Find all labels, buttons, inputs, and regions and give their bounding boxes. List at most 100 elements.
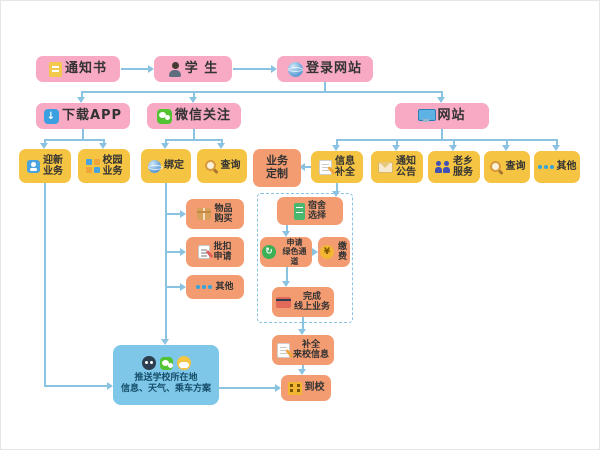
wechat-icon bbox=[159, 356, 173, 370]
form-pencil-icon bbox=[276, 342, 290, 358]
magnifier-icon bbox=[489, 160, 503, 174]
connector bbox=[506, 139, 508, 146]
label: 登录网站 bbox=[305, 60, 362, 76]
monitor-icon bbox=[418, 109, 437, 123]
node-payment: 缴费 bbox=[318, 237, 350, 267]
node-web-other: 其他 bbox=[534, 151, 580, 183]
node-notices: 通知 公告 bbox=[371, 151, 423, 183]
node-wechat-follow: 微信关注 bbox=[147, 103, 241, 129]
label: 绑定 bbox=[164, 160, 184, 172]
connector bbox=[44, 139, 105, 141]
label: 物品 购买 bbox=[214, 203, 233, 224]
arrowhead-down bbox=[449, 145, 457, 151]
push-info-panel: 推送学校所在地 信息、天气、乘车方案 bbox=[113, 345, 219, 405]
arrowhead-down bbox=[332, 145, 340, 151]
arrowhead-down bbox=[502, 145, 510, 151]
node-login-website: 登录网站 bbox=[277, 56, 373, 82]
label: 批扣 申请 bbox=[213, 241, 232, 262]
node-green-channel: 申请 绿色通道 bbox=[260, 237, 312, 267]
label: 完成 线上业务 bbox=[293, 291, 330, 312]
node-student: 学 生 bbox=[154, 56, 232, 82]
connector bbox=[82, 129, 84, 140]
connector bbox=[193, 91, 195, 98]
arrowhead-down bbox=[189, 97, 197, 103]
school-building-icon bbox=[287, 381, 302, 395]
arrowhead-down bbox=[392, 145, 400, 151]
arrowhead-down bbox=[437, 97, 445, 103]
connector bbox=[193, 129, 195, 140]
online-services-group bbox=[257, 193, 353, 323]
label: 缴费 bbox=[337, 241, 347, 262]
connector bbox=[165, 139, 167, 144]
label: 网站 bbox=[437, 107, 466, 123]
arrowhead-left bbox=[299, 163, 305, 171]
label: 通知 公告 bbox=[396, 155, 416, 179]
arrowhead-down bbox=[161, 143, 169, 149]
label: 到校 bbox=[304, 382, 325, 394]
arrowhead-right bbox=[180, 248, 186, 256]
arrowhead-down bbox=[217, 143, 225, 149]
connector bbox=[233, 68, 271, 70]
label: 补全 来校信息 bbox=[292, 339, 329, 360]
connector bbox=[219, 387, 275, 389]
node-wechat-query: 查询 bbox=[197, 149, 247, 183]
arrowhead-right bbox=[275, 384, 281, 392]
bank-card-icon bbox=[275, 296, 291, 308]
arrowhead-down bbox=[282, 231, 290, 237]
node-batch-deduction: 批扣 申请 bbox=[186, 237, 244, 267]
connector bbox=[121, 68, 148, 70]
node-wechat-other: 其他 bbox=[186, 275, 244, 299]
node-website: 网站 bbox=[395, 103, 489, 129]
student-icon bbox=[168, 61, 182, 77]
arrowhead-right bbox=[312, 248, 318, 256]
label: 查询 bbox=[505, 161, 526, 173]
cabinet-icon bbox=[293, 202, 305, 220]
document-pen-icon bbox=[198, 245, 211, 259]
label: 下载APP bbox=[61, 107, 123, 123]
label: 老乡 服务 bbox=[453, 155, 473, 179]
arrowhead-down bbox=[161, 339, 169, 345]
arrowhead-down bbox=[298, 369, 306, 375]
connector bbox=[165, 139, 223, 141]
dots-icon bbox=[196, 284, 212, 290]
arrowhead-down bbox=[552, 145, 560, 151]
document-icon bbox=[48, 61, 62, 77]
weather-icon bbox=[176, 356, 191, 371]
arrowhead-down bbox=[99, 143, 107, 149]
connector bbox=[44, 385, 107, 387]
node-arrive-school: 到校 bbox=[281, 375, 331, 401]
label: 宿舍 选择 bbox=[307, 200, 326, 221]
arrowhead-down bbox=[77, 97, 85, 103]
node-dorm-selection: 宿舍 选择 bbox=[277, 197, 343, 225]
connector bbox=[44, 139, 46, 144]
node-web-query: 查询 bbox=[484, 151, 530, 183]
connector bbox=[286, 267, 288, 281]
node-complete-online: 完成 线上业务 bbox=[272, 287, 334, 317]
node-campus-services: 校园 业务 bbox=[78, 149, 130, 183]
money-icon bbox=[320, 245, 334, 259]
connector bbox=[441, 91, 443, 98]
arrowhead-down bbox=[282, 281, 290, 287]
label: 推送学校所在地 信息、天气、乘车方案 bbox=[120, 373, 211, 394]
campus-grid-icon bbox=[85, 159, 100, 173]
connector bbox=[221, 139, 223, 144]
label: 迎新 业务 bbox=[43, 154, 63, 178]
connector bbox=[81, 91, 83, 98]
node-service-custom: 业务 定制 bbox=[253, 149, 301, 187]
connector bbox=[336, 183, 338, 191]
connector bbox=[336, 139, 558, 141]
label: 学 生 bbox=[184, 60, 219, 76]
app-download-icon bbox=[43, 108, 59, 124]
connector bbox=[302, 317, 304, 329]
connector bbox=[396, 139, 398, 146]
connector bbox=[167, 251, 180, 253]
magnifier-icon bbox=[204, 159, 218, 173]
connector bbox=[305, 166, 311, 168]
label: 其他 bbox=[556, 161, 577, 173]
package-icon bbox=[197, 208, 212, 220]
connector bbox=[103, 139, 105, 144]
connector bbox=[302, 365, 304, 369]
connector bbox=[336, 139, 338, 146]
connector bbox=[556, 139, 558, 146]
